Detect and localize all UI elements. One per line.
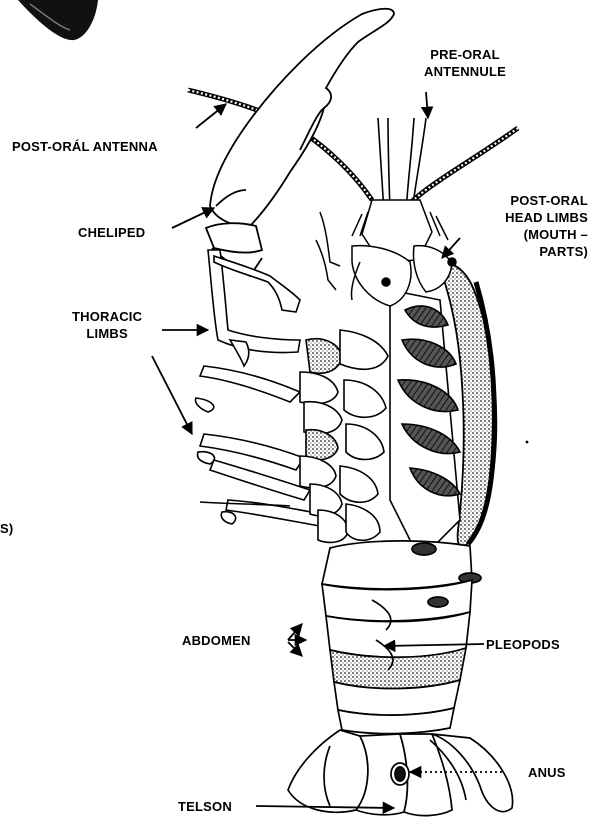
label-pre-oral-antennule: PRE-ORAL ANTENNULE xyxy=(424,46,506,80)
tail-fan xyxy=(288,730,513,816)
label-edge-fragment: S) xyxy=(0,520,13,537)
label-abdomen: ABDOMEN xyxy=(182,632,251,649)
corner-fragment xyxy=(18,0,98,40)
sternum xyxy=(390,290,460,560)
label-pleopods: PLEOPODS xyxy=(486,636,560,653)
label-cheliped: CHELIPED xyxy=(78,224,145,241)
label-telson: TELSON xyxy=(178,798,232,815)
abdomen-segments xyxy=(322,541,481,734)
label-anus: ANUS xyxy=(528,764,566,781)
mouthparts xyxy=(316,200,456,306)
label-thoracic-limbs: THORACIC LIMBS xyxy=(72,308,142,342)
label-post-oral-antenna: POST-ORÁL ANTENNA xyxy=(12,138,158,155)
coxae xyxy=(300,330,388,542)
label-post-oral-head-limbs: POST-ORAL HEAD LIMBS (MOUTH – PARTS) xyxy=(456,192,588,260)
